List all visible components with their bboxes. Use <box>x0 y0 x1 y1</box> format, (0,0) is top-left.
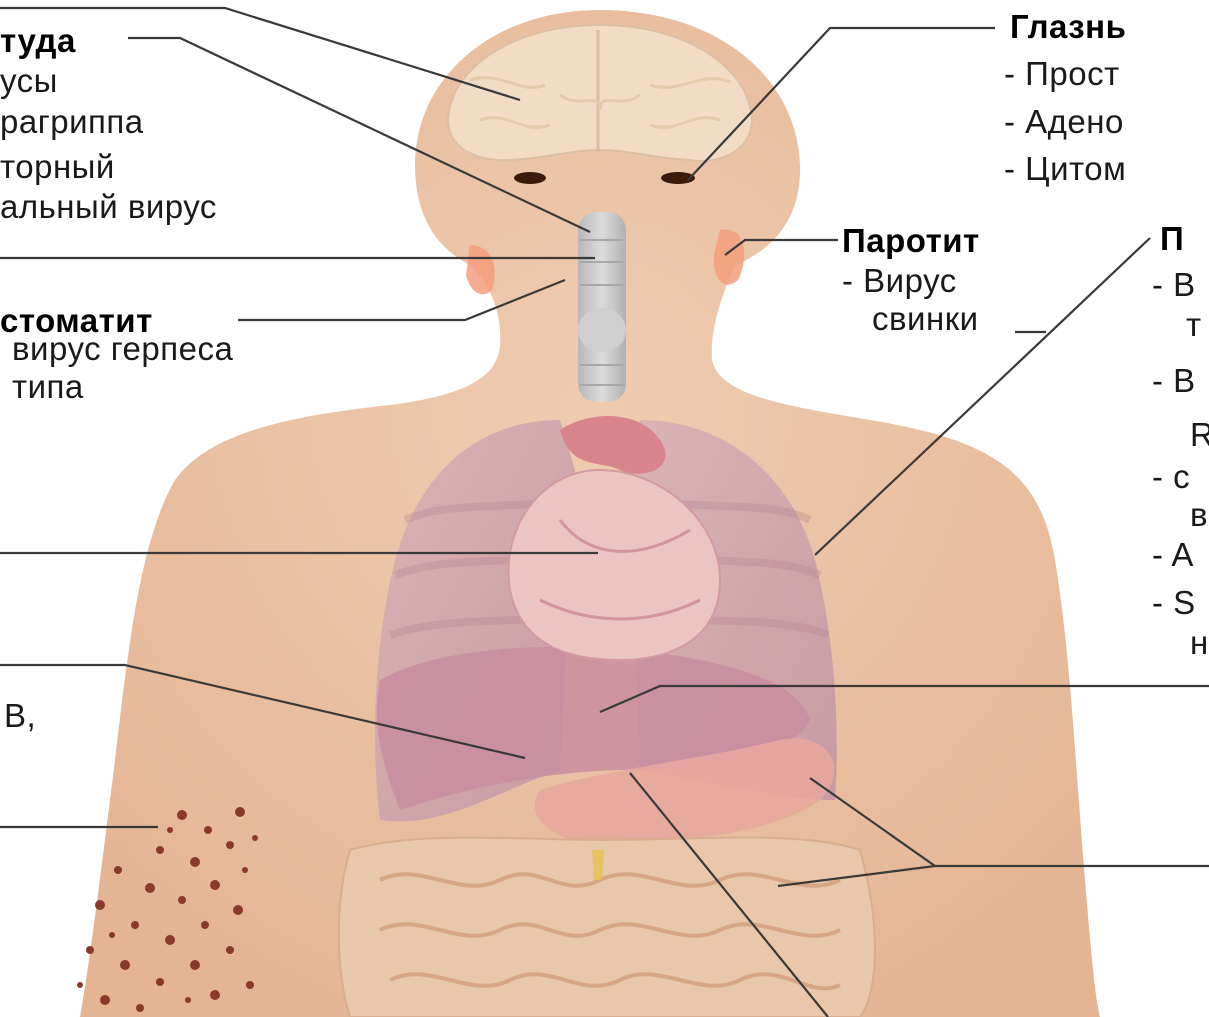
label-stomatitis-1: вирус герпеса <box>12 330 233 368</box>
intestines <box>339 838 875 1017</box>
label-lungs-title: П <box>1160 220 1184 258</box>
label-cold-1: усы <box>0 62 58 100</box>
label-parotitis-title: Паротит <box>842 222 980 260</box>
label-hepatitis-fragment: В, <box>4 697 36 735</box>
label-lungs-5b: н <box>1190 624 1209 662</box>
label-cold-2: рагриппа <box>0 103 144 141</box>
label-eyes-3: - Цитом <box>1004 150 1126 188</box>
label-lungs-1: - В <box>1152 266 1196 304</box>
label-lungs-2: - В <box>1152 362 1196 400</box>
parotid-gland-right <box>714 229 744 284</box>
eye-left <box>514 172 546 184</box>
label-lungs-3: - с <box>1152 458 1190 496</box>
trachea <box>578 212 626 402</box>
label-lungs-5: - S <box>1152 584 1196 622</box>
label-lungs-1b: т <box>1186 306 1202 344</box>
label-eyes-2: - Адено <box>1004 103 1124 141</box>
label-lungs-3b: в <box>1190 496 1208 534</box>
label-lungs-4: - A <box>1152 536 1194 574</box>
label-lungs-2b: R <box>1190 416 1209 454</box>
label-eyes-title: Глазнь <box>1010 8 1126 46</box>
label-cold-title: туда <box>0 22 76 60</box>
label-eyes-1: - Прост <box>1004 55 1120 93</box>
label-parotitis-1: - Вирус <box>842 262 957 300</box>
label-stomatitis-2: типа <box>12 368 84 406</box>
label-cold-3: торный <box>0 148 115 186</box>
label-parotitis-2: свинки <box>872 300 979 338</box>
label-cold-4: альный вирус <box>0 188 217 226</box>
